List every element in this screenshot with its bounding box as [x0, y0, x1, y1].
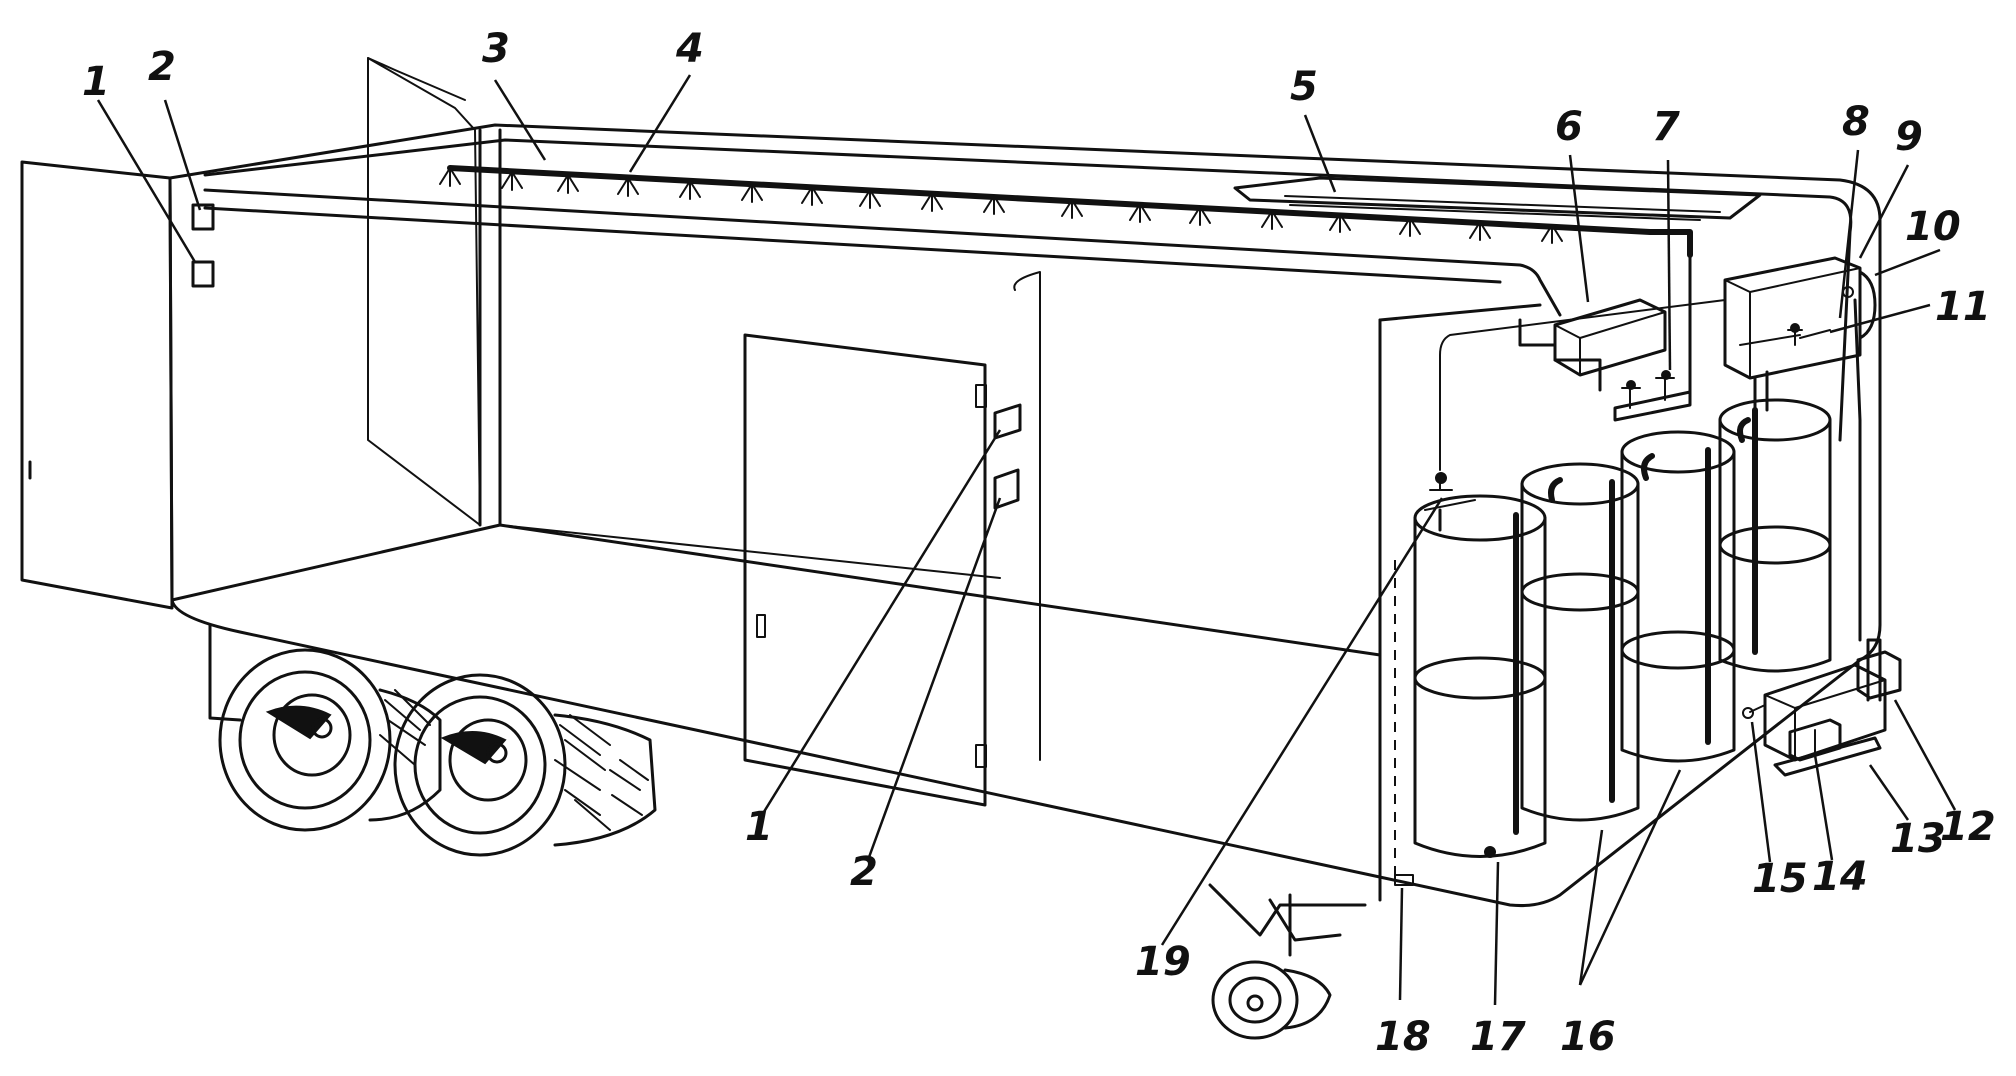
drain-cock	[1394, 874, 1414, 886]
roof-inner-rim	[203, 138, 1853, 442]
callout-c9: 9	[1895, 114, 1923, 160]
tank-16b	[1620, 430, 1736, 763]
body-outline	[168, 123, 1882, 907]
callout-c13: 13	[1890, 816, 1946, 862]
sprinkler-bar	[439, 165, 1693, 258]
callout-c12: 12	[1940, 804, 1996, 850]
callout-c17: 17	[1470, 1014, 1526, 1060]
wheel-left	[218, 648, 442, 832]
front-cutaway-wall	[367, 57, 481, 526]
callout-c19: 19	[1135, 939, 1191, 985]
callout-c5: 5	[1290, 64, 1318, 110]
callout-c14: 14	[1812, 854, 1868, 900]
water-tanks	[1394, 398, 1832, 886]
fan-housing	[1858, 270, 1877, 340]
callout-c3: 3	[482, 26, 510, 72]
callout-c7: 7	[1652, 104, 1680, 150]
tank-17	[1413, 494, 1547, 858]
callout-c1-mid: 1	[745, 804, 773, 850]
air-conditioner-unit	[1723, 256, 1877, 412]
sensors-side	[993, 403, 1022, 510]
front-support-wheel	[1208, 883, 1367, 1040]
leader-lines	[96, 74, 1957, 1006]
tank-valve	[1424, 472, 1476, 511]
sensors-front	[191, 203, 215, 288]
tank-16a	[1520, 462, 1640, 822]
rear-axle-wheels	[208, 623, 657, 857]
callout-c1-left: 1	[82, 59, 110, 105]
interior-floor	[170, 523, 1382, 657]
callout-c8: 8	[1842, 99, 1870, 145]
sprinkler-pipe	[447, 165, 1693, 258]
callout-c2-mid: 2	[850, 849, 878, 895]
roof-pipe	[203, 188, 1562, 317]
callout-c18: 18	[1375, 1014, 1431, 1060]
wheel-right	[393, 673, 657, 857]
pump-unit	[1742, 298, 1902, 777]
callout-c4: 4	[675, 26, 704, 72]
callout-c6: 6	[1555, 104, 1583, 150]
rear-door-panel	[20, 160, 174, 610]
callout-c16: 16	[1560, 1014, 1616, 1060]
callout-c2-left: 2	[148, 44, 176, 90]
sprinkler-nozzles	[439, 167, 1563, 244]
callout-c15: 15	[1752, 856, 1808, 902]
tank-16c	[1718, 398, 1832, 673]
side-door	[743, 333, 987, 807]
valve-manifold	[1553, 238, 1692, 422]
callout-c10: 10	[1905, 204, 1961, 250]
callout-c11: 11	[1935, 284, 1991, 330]
roof-vent-hatch	[1233, 176, 1762, 221]
trailer-body	[20, 57, 1882, 907]
